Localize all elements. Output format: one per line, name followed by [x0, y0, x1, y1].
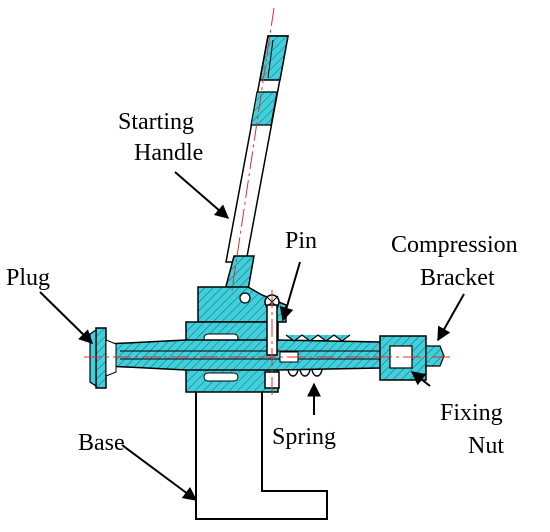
base-label: Base — [78, 430, 125, 456]
plug-part — [89, 327, 117, 389]
base-leader — [121, 444, 198, 501]
fixing-nut-label-line1: Fixing — [440, 400, 503, 426]
pin-leader — [279, 261, 301, 322]
starting-handle-leader — [174, 171, 230, 219]
pin-part — [264, 304, 280, 389]
plug-leader — [39, 291, 93, 344]
compression-bracket-label-line1: Compression — [391, 232, 518, 258]
starting-handle-part — [224, 35, 289, 291]
fixing-nut-label-line2: Nut — [468, 433, 504, 459]
compression-bracket-leader — [437, 293, 465, 342]
spring-label: Spring — [272, 424, 336, 450]
handle-centerline — [231, 7, 275, 291]
starting-handle-label-line2: Handle — [134, 140, 203, 166]
shaft-part — [105, 339, 381, 371]
compression-bracket-part — [379, 335, 445, 381]
fixing-nut-leader — [410, 371, 431, 387]
pin-label: Pin — [285, 228, 317, 254]
base-part — [195, 382, 328, 520]
compression-bracket-label-line2: Bracket — [420, 265, 495, 291]
spring-part — [285, 334, 351, 377]
starting-handle-label-line1: Starting — [118, 109, 194, 135]
plug-label: Plug — [6, 265, 50, 291]
